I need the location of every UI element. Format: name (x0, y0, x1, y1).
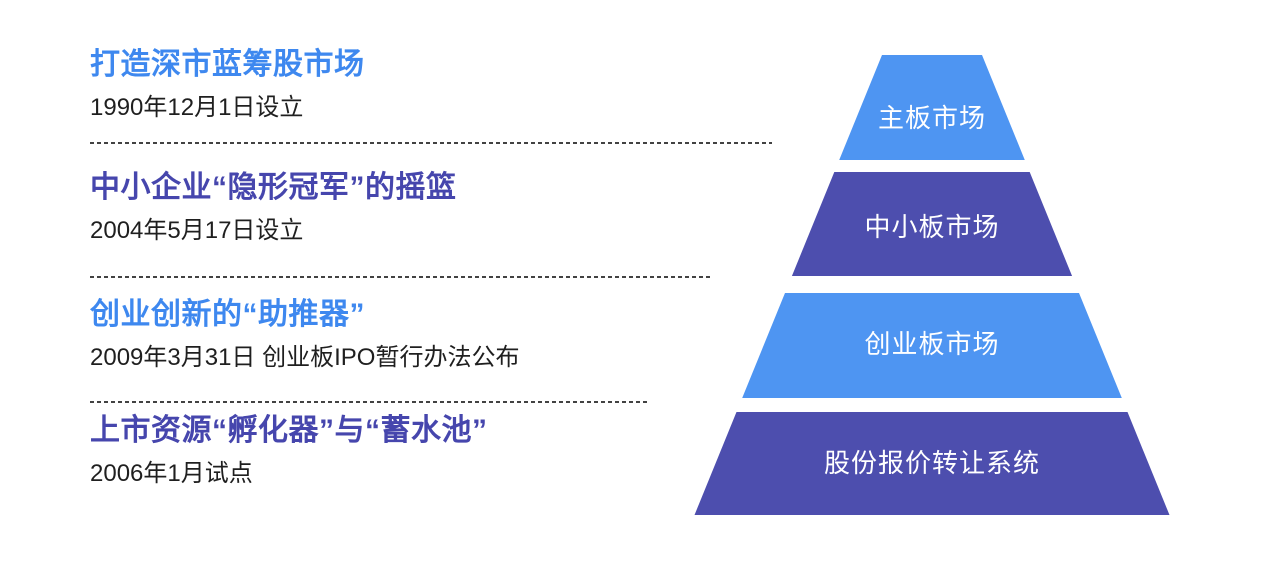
pyramid-layer-label: 股份报价转让系统 (824, 448, 1040, 478)
timeline-item-share-quotation: 上市资源“孵化器”与“蓄水池” 2006年1月试点 (90, 412, 710, 490)
timeline-item-main-board: 打造深市蓝筹股市场 1990年12月1日设立 (90, 46, 710, 124)
timeline-item-subtitle: 2004年5月17日设立 (90, 217, 304, 244)
timeline-item-title: 上市资源“孵化器”与“蓄水池” (90, 414, 488, 447)
pyramid-layer-3 (742, 293, 1122, 398)
timeline-item-sme-board: 中小企业“隐形冠军”的摇篮 2004年5月17日设立 (90, 169, 710, 247)
pyramid-layer-label: 主板市场 (878, 103, 986, 133)
dotted-divider (90, 142, 772, 144)
timeline-item-chinext-board: 创业创新的“助推器” 2009年3月31日 创业板IPO暂行办法公布 (90, 296, 710, 374)
pyramid-layer-2 (791, 172, 1073, 276)
timeline-item-title: 中小企业“隐形冠军”的摇篮 (90, 171, 457, 204)
dotted-divider (90, 401, 647, 403)
dotted-divider (90, 276, 712, 278)
timeline-item-title: 创业创新的“助推器” (90, 298, 365, 331)
pyramid-layer-label: 中小板市场 (864, 212, 999, 242)
timeline-item-subtitle: 2006年1月试点 (90, 460, 253, 487)
pyramid-layer-1 (839, 55, 1025, 160)
timeline-item-subtitle: 1990年12月1日设立 (90, 94, 304, 121)
pyramid-layer-4 (694, 412, 1170, 515)
timeline-item-subtitle: 2009年3月31日 创业板IPO暂行办法公布 (90, 344, 520, 371)
pyramid-layer-label: 创业板市场 (864, 329, 999, 359)
timeline-item-title: 打造深市蓝筹股市场 (90, 48, 365, 81)
